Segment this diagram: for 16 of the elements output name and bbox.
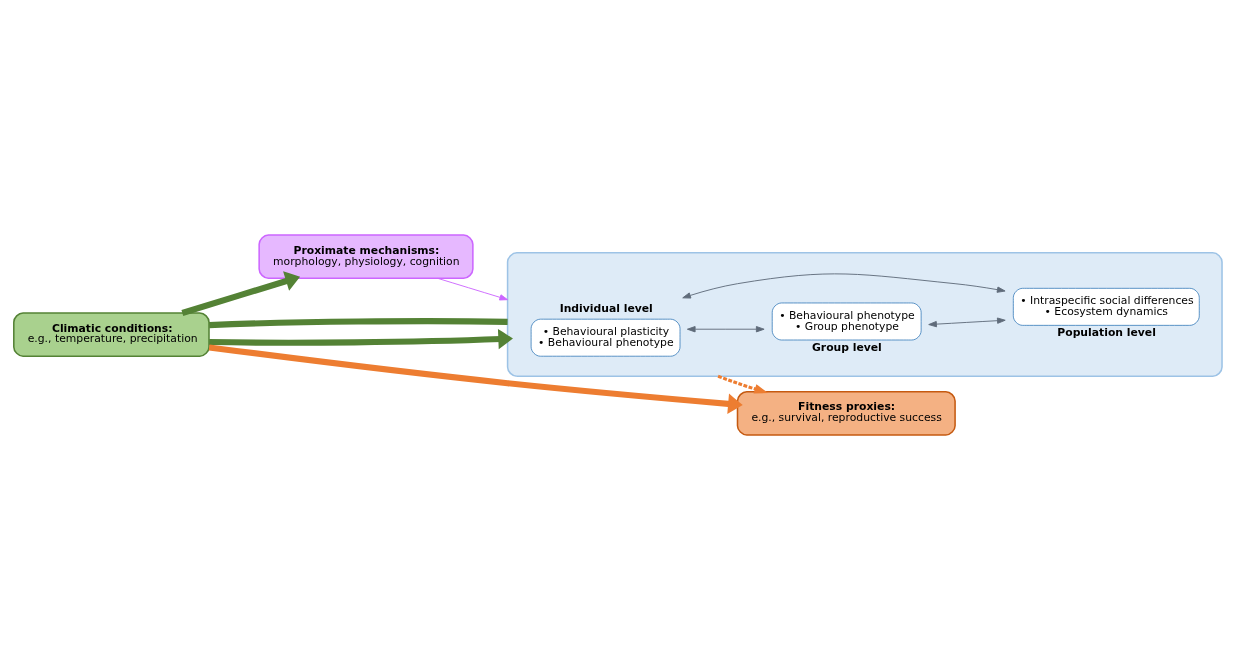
node-label: Individual level <box>559 302 653 316</box>
node-label: Population level <box>1057 326 1156 340</box>
node-box: Proximate mechanisms: morphology, physiology, cognition <box>258 234 474 280</box>
node-label: Group level <box>811 340 882 354</box>
cluster <box>506 252 1223 378</box>
arrow <box>181 271 301 316</box>
arrow <box>717 374 769 394</box>
connector <box>209 318 508 329</box>
arrow <box>209 328 513 350</box>
arrow <box>437 277 509 301</box>
node-box: Climatic conditions: e.g., temperature, precipitation <box>13 312 210 357</box>
arrow <box>928 317 1006 328</box>
arrow <box>208 344 743 415</box>
node-box: Fitness proxies: e.g., survival, reproductive success <box>736 390 956 436</box>
arrow <box>686 326 765 333</box>
arrow <box>682 273 1006 299</box>
